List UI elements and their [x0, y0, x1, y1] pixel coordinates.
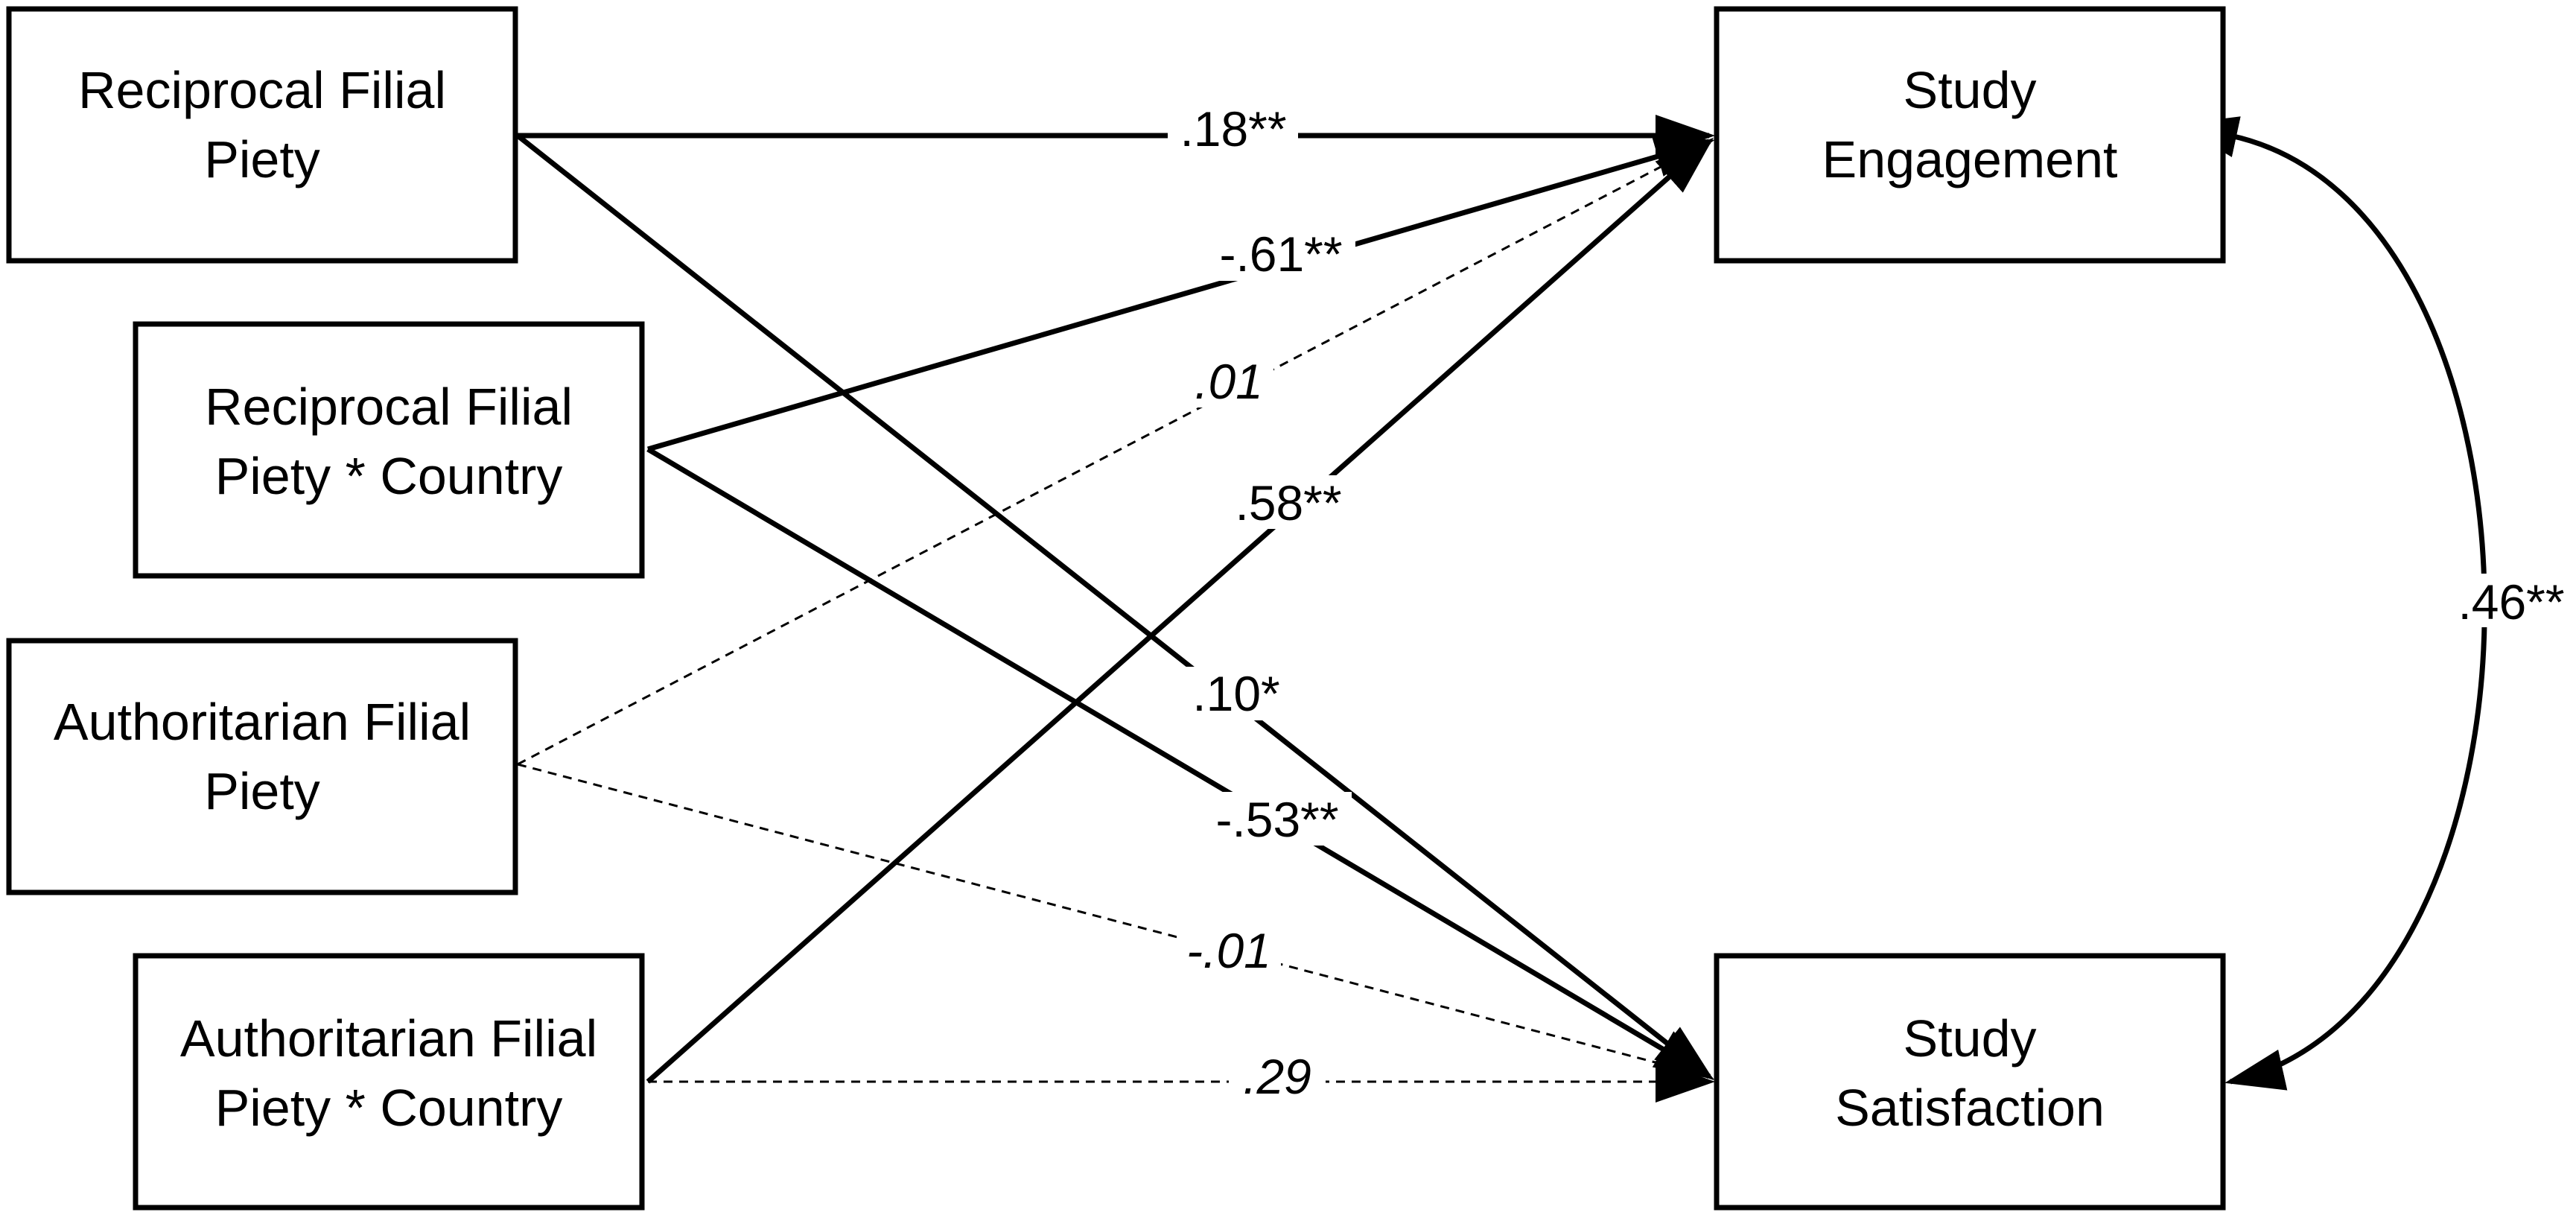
box-label-line-1: Reciprocal Filial [78, 61, 446, 119]
coefficient-labels: .18** -.61** .01 .58** .10* -.53** -.01 [1168, 101, 2573, 1104]
box-study-satisfaction: Study Satisfaction [1714, 953, 2226, 1211]
path-line-afpc-eng [646, 137, 1714, 1084]
coef-label-rfp-eng: .18** [1168, 101, 1298, 156]
box-study-engagement: Study Engagement [1714, 6, 2226, 264]
path-line-afp-eng [517, 140, 1710, 766]
box-label-line-2: Engagement [1822, 130, 2118, 188]
coef-text-afp-sat: -.01 [1186, 923, 1271, 978]
box-label-line-2: Piety * Country [215, 1079, 563, 1137]
path-line-afp-sat [517, 763, 1710, 1078]
box-label-line-1: Authoritarian Filial [180, 1009, 597, 1068]
paths-layer [515, 115, 2487, 1103]
box-label-line-1: Authoritarian Filial [54, 693, 471, 751]
coef-text-afpc-eng: .58** [1235, 475, 1341, 530]
covariance-curve [2178, 116, 2487, 1091]
box-authoritarian-filial-piety-country: Authoritarian Filial Piety * Country [133, 953, 645, 1211]
box-label-line-2: Piety [204, 762, 320, 820]
box-reciprocal-filial-piety-country: Reciprocal Filial Piety * Country [133, 321, 645, 579]
coef-text-afpc-sat: .29 [1243, 1049, 1311, 1104]
path-line-rfpc-eng [647, 136, 1715, 452]
box-label-line-1: Study [1904, 1009, 2037, 1068]
path-line-rfpc-sat [646, 446, 1714, 1080]
coef-text-afp-eng: .01 [1195, 354, 1263, 409]
box-authoritarian-filial-piety: Authoritarian Filial Piety [6, 638, 518, 895]
coef-label-rfpc-eng: -.61** [1206, 226, 1355, 282]
box-label-line-2: Piety * Country [215, 447, 563, 505]
box-label-line-2: Satisfaction [1835, 1079, 2105, 1137]
coef-text-rfpc-eng: -.61** [1219, 226, 1342, 282]
path-line-rfp-sat [515, 133, 1714, 1080]
box-label-line-1: Reciprocal Filial [205, 378, 573, 436]
coef-label-covariance: .46** [2450, 574, 2573, 629]
coef-label-afp-sat: -.01 [1177, 923, 1281, 978]
coef-label-afpc-eng: .58** [1221, 475, 1355, 530]
box-reciprocal-filial-piety: Reciprocal Filial Piety [6, 6, 518, 264]
coef-label-afp-eng: .01 [1184, 354, 1273, 409]
coef-label-rfp-sat: .10* [1180, 666, 1292, 721]
coef-label-rfpc-sat: -.53** [1203, 792, 1352, 847]
variable-boxes: Reciprocal Filial Piety Reciprocal Filia… [6, 6, 2226, 1211]
coef-text-rfp-sat: .10* [1192, 666, 1279, 721]
coef-text-covariance: .46** [2458, 574, 2564, 629]
coef-label-afpc-sat: .29 [1229, 1049, 1326, 1104]
coef-text-rfp-eng: .18** [1180, 101, 1286, 156]
box-label-line-1: Study [1904, 61, 2037, 119]
box-label-line-2: Piety [204, 130, 320, 188]
coef-text-rfpc-sat: -.53** [1215, 792, 1338, 847]
